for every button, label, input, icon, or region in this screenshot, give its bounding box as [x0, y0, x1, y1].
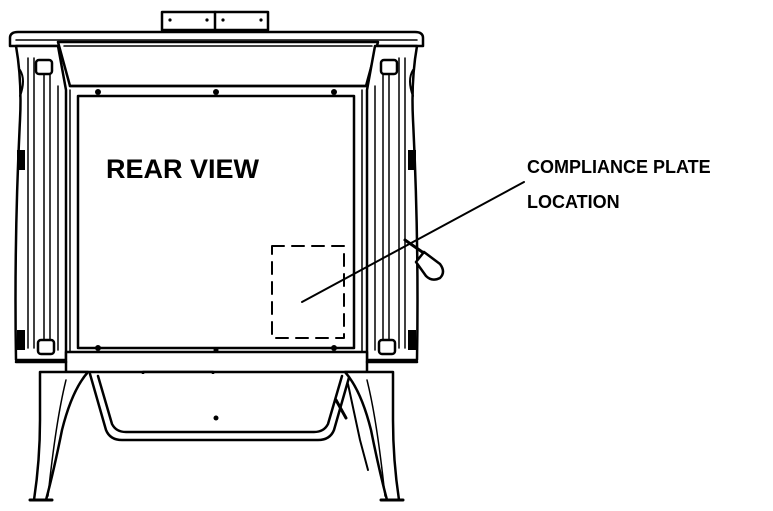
callout-label-line1: COMPLIANCE PLATE: [527, 157, 711, 177]
back-panel: [69, 89, 363, 353]
flue-collar: [160, 10, 270, 32]
view-label: REAR VIEW: [106, 154, 260, 184]
damper-handle: [403, 238, 445, 281]
compliance-plate-outline: [271, 245, 345, 339]
right-side-column: [365, 44, 419, 362]
left-side-column: [14, 44, 68, 362]
left-leg: [28, 370, 90, 502]
top-back-panel: [56, 40, 380, 88]
callout-label-line2: LOCATION: [527, 192, 620, 212]
callout-leader-line: [301, 181, 525, 303]
ash-lip: [88, 372, 352, 442]
right-leg: [343, 370, 405, 502]
